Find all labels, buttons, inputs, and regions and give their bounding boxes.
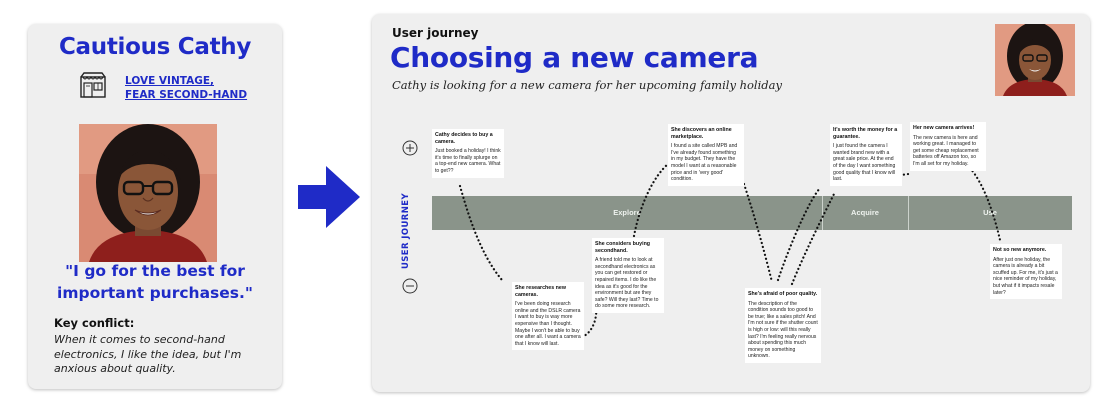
journey-eyebrow: User journey xyxy=(392,26,479,40)
persona-photo xyxy=(79,124,217,262)
note-title: She discovers an online marketplace. xyxy=(671,127,732,140)
arrow-right-icon xyxy=(298,166,360,228)
note-title: She's afraid of poor quality. xyxy=(748,291,818,297)
storefront-icon xyxy=(80,72,106,98)
note-title: Her new camera arrives! xyxy=(913,125,975,131)
persona-name: Cautious Cathy xyxy=(58,34,252,60)
stage-explore: Explore xyxy=(613,208,641,217)
tagline-line-2: FEAR SECOND-HAND xyxy=(125,89,248,101)
quote-line-2: important purchases." xyxy=(57,284,253,302)
journey-subtitle: Cathy is looking for a new camera for he… xyxy=(392,78,783,92)
note-title: Not so new anymore. xyxy=(993,247,1047,253)
stage-acquire: Acquire xyxy=(851,208,879,217)
note-body: The description of the condition sounds … xyxy=(748,300,818,360)
journey-note: She researches new cameras. I've been do… xyxy=(512,282,584,351)
journey-persona-photo xyxy=(995,24,1075,96)
key-conflict-title: Key conflict: xyxy=(54,316,135,330)
plus-circle-icon xyxy=(402,140,418,156)
journey-stage-bar: Explore Acquire Use xyxy=(432,196,1072,230)
note-title: She researches new cameras. xyxy=(515,285,566,298)
persona-card: Cautious Cathy LOVE VINTAGE, FEAR SECOND… xyxy=(28,24,282,389)
stage-divider xyxy=(908,196,909,230)
journey-note: She's afraid of poor quality. The descri… xyxy=(745,288,821,363)
note-body: I just found the camera I wanted brand n… xyxy=(833,143,896,183)
note-title: Cathy decides to buy a camera. xyxy=(435,132,493,145)
journey-note: It's worth the money for a guarantee. I … xyxy=(830,124,902,186)
key-conflict-body: When it comes to second-hand electronics… xyxy=(54,333,242,375)
journey-note: She considers buying secondhand. A frien… xyxy=(592,238,664,313)
journey-note: Her new camera arrives! The new camera i… xyxy=(910,122,986,171)
note-body: Just booked a holiday! I think it's time… xyxy=(435,148,501,174)
note-body: I've been doing research online and the … xyxy=(515,301,581,347)
user-journey-axis-label: USER JOURNEY xyxy=(401,192,411,270)
note-title: It's worth the money for a guarantee. xyxy=(833,127,898,140)
note-body: After just one holiday, the camera is al… xyxy=(993,256,1058,296)
journey-note: She discovers an online marketplace. I f… xyxy=(668,124,744,186)
persona-quote: "I go for the best for important purchas… xyxy=(34,260,276,304)
stage-use: Use xyxy=(983,208,997,217)
quote-line-1: "I go for the best for xyxy=(65,262,245,280)
journey-note: Not so new anymore. After just one holid… xyxy=(990,244,1062,300)
persona-tagline: LOVE VINTAGE, FEAR SECOND-HAND xyxy=(125,74,265,102)
tagline-line-1: LOVE VINTAGE, xyxy=(125,75,214,87)
minus-circle-icon xyxy=(402,278,418,294)
journey-note: Cathy decides to buy a camera. Just book… xyxy=(432,129,504,178)
journey-card: User journey Choosing a new camera Cathy… xyxy=(372,14,1090,392)
note-body: The new camera is here and working great… xyxy=(913,134,979,167)
note-body: A friend told me to look at secondhand e… xyxy=(595,257,659,310)
note-body: I found a site called MPB and I've alrea… xyxy=(671,143,738,183)
journey-title: Choosing a new camera xyxy=(390,41,759,74)
note-title: She considers buying secondhand. xyxy=(595,241,651,254)
